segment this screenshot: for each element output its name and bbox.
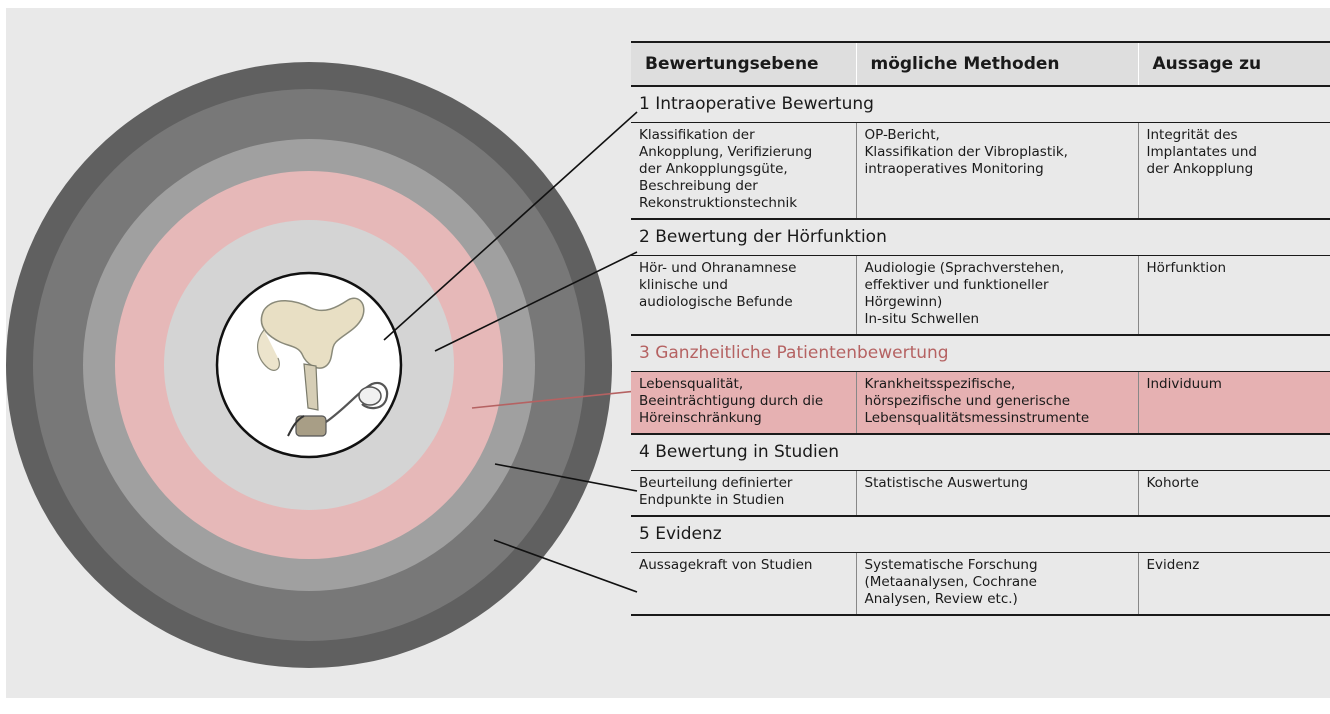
level-3-title-row: 3 Ganzheitliche Patientenbewertung bbox=[631, 334, 1330, 372]
level-title: 4 Bewertung in Studien bbox=[631, 433, 1330, 471]
methoden-cell: Systematische Forschung (Metaanalysen, C… bbox=[855, 552, 1138, 616]
level-title: 3 Ganzheitliche Patientenbewertung bbox=[631, 334, 1330, 372]
level-title: 1 Intraoperative Bewertung bbox=[631, 85, 1330, 123]
level-title: 5 Evidenz bbox=[631, 515, 1330, 553]
level-1-title-row: 1 Intraoperative Bewertung bbox=[631, 85, 1330, 123]
header-aussage: Aussage zu bbox=[1137, 41, 1330, 86]
header-methoden: mögliche Methoden bbox=[855, 41, 1138, 86]
bewertungsebene-cell: Beurteilung definierter Endpunkte in Stu… bbox=[631, 470, 856, 516]
level-5-title-row: 5 Evidenz bbox=[631, 515, 1330, 553]
pointer-line-level-5 bbox=[493, 539, 638, 593]
header-bewertungsebene: Bewertungsebene bbox=[631, 41, 856, 86]
aussage-cell: Individuum bbox=[1137, 371, 1330, 434]
level-5-content-row: Aussagekraft von Studien Systematische F… bbox=[631, 552, 1330, 616]
concentric-rings-diagram bbox=[6, 62, 638, 668]
level-2-title-row: 2 Bewertung der Hörfunktion bbox=[631, 218, 1330, 256]
level-2-content-row: Hör- und Ohranamnese klinische und audio… bbox=[631, 255, 1330, 335]
level-title: 2 Bewertung der Hörfunktion bbox=[631, 218, 1330, 256]
table-header-row: Bewertungsebene mögliche Methoden Aussag… bbox=[631, 41, 1330, 86]
lead-wire bbox=[287, 415, 305, 437]
methoden-cell: Audiologie (Sprachverstehen, effektiver … bbox=[855, 255, 1138, 335]
level-1-content-row: Klassifikation der Ankopplung, Verifizie… bbox=[631, 122, 1330, 219]
methoden-cell: Statistische Auswertung bbox=[855, 470, 1138, 516]
middle-ear-implant-icon bbox=[257, 297, 389, 437]
pointer-line-level-3 bbox=[471, 390, 638, 409]
ossicle-shape bbox=[260, 297, 365, 369]
level-4-content-row: Beurteilung definierter Endpunkte in Stu… bbox=[631, 470, 1330, 516]
pointer-line-level-2 bbox=[434, 251, 638, 352]
coupler-shape bbox=[325, 381, 389, 423]
aussage-cell: Evidenz bbox=[1137, 552, 1330, 616]
methoden-cell: Krankheitsspezifische, hörspezifische un… bbox=[855, 371, 1138, 434]
malleus-shape bbox=[257, 329, 280, 371]
transducer-shape bbox=[295, 415, 327, 437]
center-circle-border bbox=[215, 271, 403, 459]
level-4-title-row: 4 Bewertung in Studien bbox=[631, 433, 1330, 471]
aussage-cell: Kohorte bbox=[1137, 470, 1330, 516]
aussage-cell: Integrität des Implantates und der Ankop… bbox=[1137, 122, 1330, 219]
bewertungsebene-cell: Klassifikation der Ankopplung, Verifizie… bbox=[631, 122, 856, 219]
pointer-line-level-1 bbox=[383, 111, 638, 341]
figure-panel: Bewertungsebene mögliche Methoden Aussag… bbox=[6, 8, 1330, 698]
bewertungsebene-cell: Hör- und Ohranamnese klinische und audio… bbox=[631, 255, 856, 335]
aussage-cell: Hörfunktion bbox=[1137, 255, 1330, 335]
methoden-cell: OP-Bericht, Klassifikation der Vibroplas… bbox=[855, 122, 1138, 219]
footplate-shape bbox=[358, 386, 382, 406]
stapes-shape bbox=[303, 363, 319, 411]
level-3-content-row: Lebensqualität, Beeinträchtigung durch d… bbox=[631, 371, 1330, 434]
assessment-table: Bewertungsebene mögliche Methoden Aussag… bbox=[631, 41, 1330, 616]
pointer-line-level-4 bbox=[494, 463, 638, 492]
bewertungsebene-cell: Lebensqualität, Beeinträchtigung durch d… bbox=[631, 371, 856, 434]
bewertungsebene-cell: Aussagekraft von Studien bbox=[631, 552, 856, 616]
